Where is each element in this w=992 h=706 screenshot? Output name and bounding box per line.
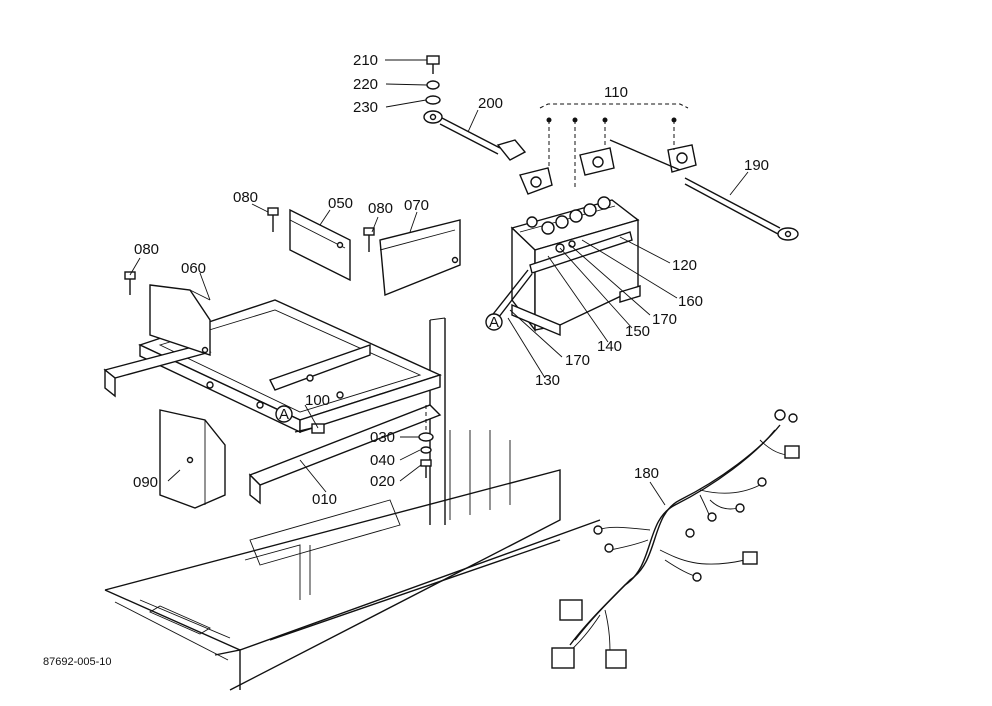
callout-220: 220 bbox=[353, 76, 378, 93]
callout-040: 040 bbox=[370, 452, 395, 469]
bracket-050 bbox=[289, 208, 351, 282]
callout-170-b: 170 bbox=[565, 352, 590, 369]
cable-190 bbox=[609, 139, 799, 241]
bracket-070 bbox=[379, 219, 461, 296]
callout-080-c: 080 bbox=[134, 241, 159, 258]
callout-180: 180 bbox=[634, 465, 659, 482]
svg-text:A: A bbox=[489, 314, 499, 331]
callout-150: 150 bbox=[625, 323, 650, 340]
callout-190: 190 bbox=[744, 157, 769, 174]
callout-080-a: 080 bbox=[233, 189, 258, 206]
callout-120: 120 bbox=[672, 257, 697, 274]
callout-020: 020 bbox=[370, 473, 395, 490]
bolt-100 bbox=[294, 423, 325, 434]
callout-230: 230 bbox=[353, 99, 378, 116]
nut-220 bbox=[426, 80, 440, 90]
callout-100: 100 bbox=[305, 392, 330, 409]
terminal-clamp-middle bbox=[572, 117, 615, 190]
callout-200: 200 bbox=[478, 95, 503, 112]
bolt-080-middle bbox=[267, 207, 279, 232]
callout-070: 070 bbox=[404, 197, 429, 214]
rod-130 bbox=[489, 269, 533, 323]
bracket-060 bbox=[149, 284, 211, 356]
wire-harness-180 bbox=[551, 409, 800, 669]
callout-labels: 210 220 230 200 110 190 080 050 080 070 … bbox=[133, 52, 769, 508]
leader-lines bbox=[129, 59, 749, 506]
callout-030: 030 bbox=[370, 429, 395, 446]
tractor-frame bbox=[104, 317, 601, 691]
callout-130: 130 bbox=[535, 372, 560, 389]
callout-050: 050 bbox=[328, 195, 353, 212]
bolt-080-left bbox=[124, 271, 136, 295]
callout-160: 160 bbox=[678, 293, 703, 310]
group-bracket-110 bbox=[539, 103, 689, 109]
marker-a-frame: A bbox=[275, 405, 293, 423]
terminal-clamp-right bbox=[667, 117, 697, 173]
bolt-080-right bbox=[363, 227, 375, 252]
callout-170-a: 170 bbox=[652, 311, 677, 328]
callout-110: 110 bbox=[604, 84, 628, 101]
callout-210: 210 bbox=[353, 52, 378, 69]
terminal-clamp-left bbox=[519, 117, 553, 195]
document-code: 87692-005-10 bbox=[43, 656, 112, 668]
callout-060: 060 bbox=[181, 260, 206, 277]
marker-a-battery: A bbox=[485, 313, 503, 331]
callout-090: 090 bbox=[133, 474, 158, 491]
callout-080-b: 080 bbox=[368, 200, 393, 217]
callout-010: 010 bbox=[312, 491, 337, 508]
callout-140: 140 bbox=[597, 338, 622, 355]
bolt-210 bbox=[426, 55, 440, 74]
cable-200 bbox=[423, 110, 527, 161]
washer-230 bbox=[425, 95, 441, 105]
svg-text:A: A bbox=[279, 406, 289, 423]
bracket-090 bbox=[159, 409, 226, 509]
